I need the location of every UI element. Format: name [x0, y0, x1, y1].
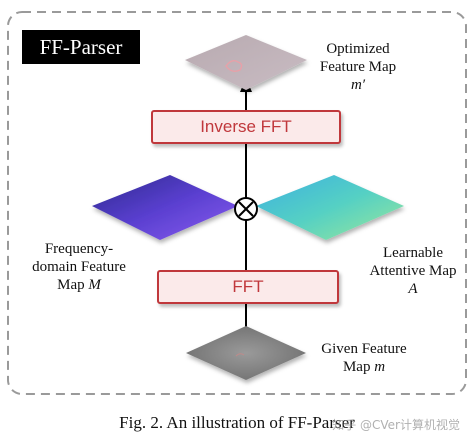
attentive-line1: Learnable — [383, 245, 443, 261]
inverse-fft-label: Inverse FFT — [200, 117, 292, 136]
figure-caption: Fig. 2. An illustration of FF-Parser — [119, 413, 355, 432]
dashed-border — [7, 11, 467, 395]
diagram-title: FF-Parser — [22, 30, 140, 64]
multiply-icon-stroke-b — [238, 201, 254, 217]
frequency-domain-map — [92, 175, 238, 240]
frequency-line3: Map — [57, 277, 85, 293]
optimized-symbol: m′ — [350, 77, 366, 93]
frequency-line1: Frequency- — [44, 241, 114, 257]
fft-label: FFT — [232, 277, 264, 296]
fft-box: FFT — [157, 270, 339, 304]
frequency-map-label: Frequency- domain Feature Map M — [26, 240, 132, 294]
given-symbol: m — [374, 359, 386, 375]
given-line1: Given Feature — [321, 341, 407, 357]
attentive-map-label: Learnable Attentive Map A — [360, 244, 466, 298]
optimized-line2: Feature Map — [319, 59, 397, 75]
attentive-symbol: A — [408, 281, 418, 297]
optimized-line1: Optimized — [326, 41, 390, 57]
optimized-feature-map — [185, 35, 307, 90]
watermark-text: 知乎 @CVer计算机视觉 — [332, 418, 460, 432]
inverse-fft-box: Inverse FFT — [151, 110, 341, 144]
attentive-line2: Attentive Map — [369, 263, 457, 279]
optimized-map-label: Optimized Feature Map m′ — [306, 40, 410, 94]
frequency-symbol: M — [88, 277, 101, 293]
given-feature-map — [186, 326, 306, 380]
given-map-label: Given Feature Map m — [308, 340, 420, 376]
attentive-map — [256, 175, 404, 240]
given-line2: Map — [342, 359, 371, 375]
given-map-highlight — [235, 353, 245, 357]
frequency-line2: domain Feature — [32, 259, 126, 275]
optimized-map-highlight — [225, 59, 243, 73]
